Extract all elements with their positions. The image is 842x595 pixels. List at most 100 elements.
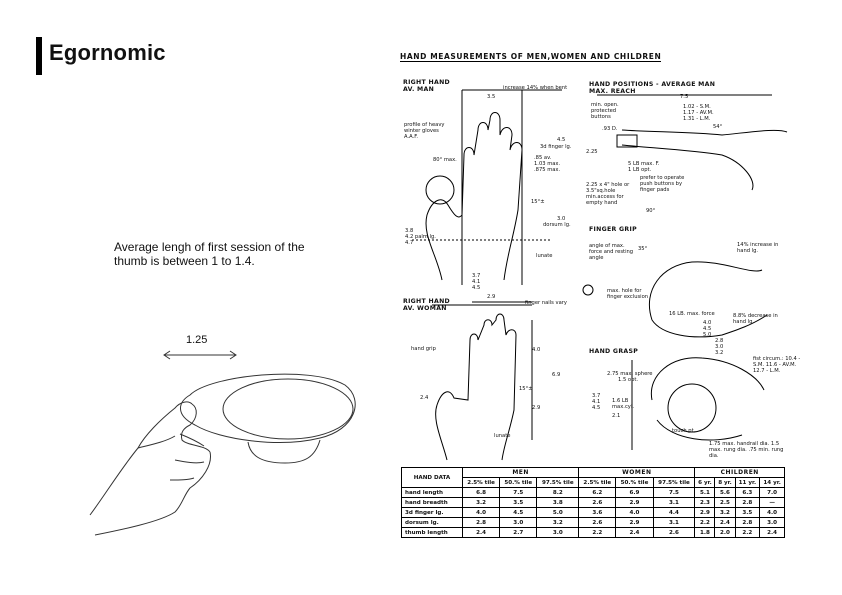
plate-title: HAND MEASUREMENTS OF MEN,WOMEN AND CHILD…	[400, 52, 662, 62]
bowl-rim-outer	[180, 373, 356, 443]
table-cell: 2.2	[694, 517, 716, 528]
man-max875: .875 max.	[534, 167, 561, 173]
hand-upper-edge	[89, 401, 193, 516]
hand-grasp-heading: HAND GRASP	[589, 348, 639, 355]
positions-lbopt: 1 LB opt.	[628, 167, 652, 173]
table-cell: 2.9	[694, 507, 716, 518]
table-cell: 3.6	[578, 507, 617, 518]
table-cell: 2.2	[734, 527, 761, 538]
woman-lunate: lunate	[494, 433, 511, 439]
grasp-cyl: 1.6 LB max.cyl.	[612, 398, 634, 410]
table-cell: 3.1	[652, 497, 696, 508]
grip-deg35: 35°	[638, 246, 648, 252]
finger-line-1	[179, 433, 205, 447]
hand-data-table: HAND DATA MEN WOMEN CHILDREN 2.5% tile 5…	[401, 467, 785, 538]
positions-lbmax: 5 LB max. F.	[628, 161, 660, 167]
table-corner: HAND DATA	[401, 467, 463, 488]
table-cell: 7.0	[759, 487, 785, 498]
man-palm: 4.2 palm lg.	[405, 234, 436, 240]
woman-d69: 6.9	[552, 372, 561, 378]
grasp-opt: 1.5 opt.	[618, 377, 639, 383]
measure-arrow-left	[163, 350, 171, 360]
table-cell: 2.8	[461, 517, 501, 528]
grip-maxhole: max. hole for finger exclusion	[607, 288, 649, 300]
finger-line-2	[174, 459, 205, 464]
grasp-touch: touch pt.	[672, 428, 696, 434]
man-lunate: lunate	[536, 253, 553, 259]
subhead: 6 yr.	[694, 477, 716, 488]
bowl-inner	[222, 378, 354, 440]
row-label: 3d finger lg.	[401, 507, 463, 518]
table-cell: 2.5	[714, 497, 736, 508]
positions-av: 1.17 - AV.M.	[683, 110, 714, 116]
thumb-measure-label: 1.25	[186, 334, 208, 346]
bowl-base	[247, 439, 321, 464]
woman-d40: 4.0	[532, 347, 541, 353]
subhead: 2.5% tile	[461, 477, 501, 488]
positions-min-open: min. open. protected buttons	[591, 102, 619, 120]
subhead: 50.% tile	[615, 477, 654, 488]
subhead: 11 yr.	[734, 477, 761, 488]
table-cell: 4.4	[652, 507, 696, 518]
positions-d225: 2.25	[586, 149, 598, 155]
table-cell: 3.0	[759, 517, 785, 528]
table-cell: 6.9	[615, 487, 654, 498]
row-label: hand length	[401, 487, 463, 498]
man-thumb-profile	[425, 175, 455, 205]
row-label: hand breadth	[401, 497, 463, 508]
table-group-row: HAND DATA MEN WOMEN CHILDREN	[401, 467, 785, 488]
positions-deg90: 90°	[646, 208, 656, 214]
table-cell: 2.2	[578, 527, 617, 538]
man-d30: 3.0	[557, 216, 566, 222]
thumb-tip	[181, 403, 211, 453]
subhead: 8 yr.	[714, 477, 736, 488]
table-cell: 3.2	[461, 497, 501, 508]
group-children: CHILDREN	[694, 467, 785, 478]
positions-prefer: prefer to operate push buttons by finger…	[640, 175, 685, 193]
table-cell: 2.3	[694, 497, 716, 508]
woman-grip: hand grip	[411, 346, 436, 352]
title-accent-bar	[36, 37, 42, 75]
grip-decrease: 8.8% decrease in hand lg.	[733, 313, 778, 325]
table-cell: 2.8	[734, 517, 761, 528]
man-deg15: 15°±	[531, 199, 545, 205]
table-cell: 3.5	[499, 497, 538, 508]
table-cell: 2.6	[578, 497, 617, 508]
table-subhead-row: 2.5% tile 50.% tile 97.5% tile 2.5% tile…	[402, 477, 785, 488]
table-cell: 3.5	[734, 507, 761, 518]
table-cell: 8.2	[536, 487, 580, 498]
measure-arrow-right	[229, 350, 237, 360]
man-max103: 1.03 max.	[534, 161, 561, 167]
table-cell: 2.6	[578, 517, 617, 528]
positions-d93: .93 D.	[602, 126, 618, 132]
reach-button	[616, 134, 638, 148]
man-palm3: 4.7	[405, 240, 414, 246]
grip-angle: angle of max. force and resting angle	[589, 243, 634, 261]
table-cell: 4.0	[759, 507, 785, 518]
table-cell: 2.4	[615, 527, 654, 538]
table-cell: 3.8	[536, 497, 580, 508]
table-cell: —	[759, 497, 785, 508]
grasp-handrail: 1.75 max. handrail dia. 1.5 max. rung di…	[709, 441, 784, 459]
table-cell: 2.8	[734, 497, 761, 508]
subhead: 2.5% tile	[578, 477, 617, 488]
positions-sm: 1.02 - S.M.	[683, 104, 711, 110]
table-cell: 3.1	[652, 517, 696, 528]
man-width-35: 3.5	[487, 94, 496, 100]
table-cell: 3.0	[499, 517, 538, 528]
grasp-hand-outline	[650, 357, 765, 441]
table-cell: 4.0	[615, 507, 654, 518]
grasp-fist: fist circum.: 10.4 - S.M. 11.6 - AV.M. 1…	[753, 356, 801, 374]
reach-hand-outline	[621, 129, 788, 191]
table-cell: 2.4	[714, 517, 736, 528]
thumb-note: Average lengh of first session of the th…	[114, 240, 305, 268]
table-cell: 6.8	[461, 487, 501, 498]
grip-increase: 14% increase in hand lg.	[737, 242, 779, 254]
table-cell: 3.2	[714, 507, 736, 518]
table-cell: 4.5	[499, 507, 538, 518]
man-av85: .85 av.	[534, 155, 552, 161]
